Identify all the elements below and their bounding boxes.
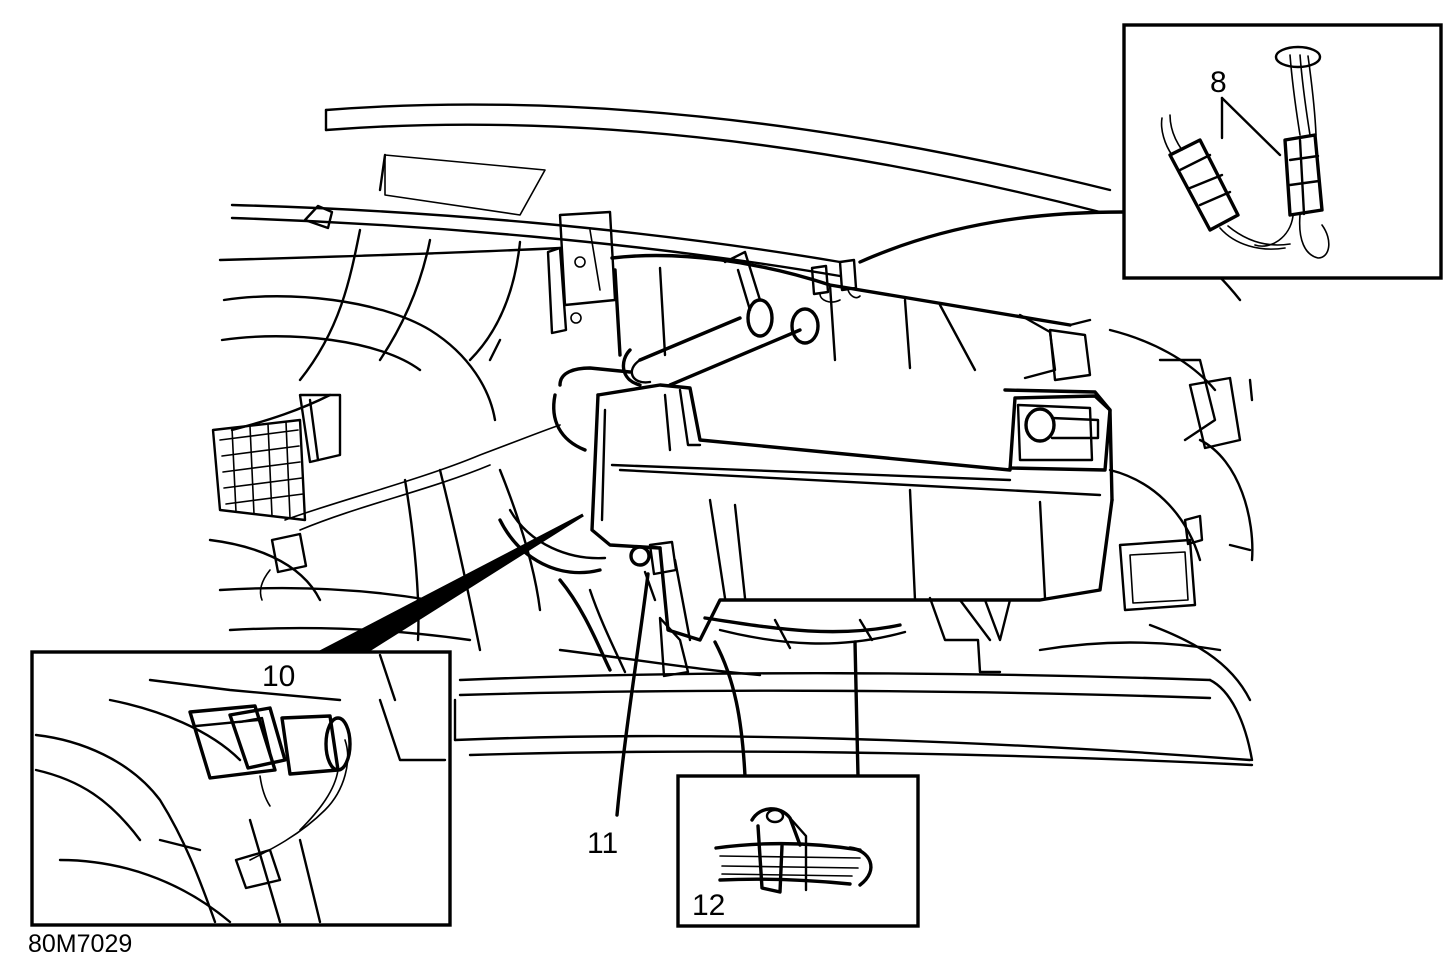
callout-12-label: 12 [692,889,725,922]
callout-8-label: 8 [1210,66,1227,99]
evaporator-unit [498,250,1114,678]
dashboard-structure [208,103,1254,767]
figure-code: 80M7029 [28,930,132,958]
callout-10-label: 10 [262,660,295,693]
inset-clip-12: 12 [676,774,920,928]
callout-11-label: 11 [587,827,618,860]
inset-connector-10: 10 [30,650,452,927]
inset-connector-8: 8 [1122,23,1443,280]
